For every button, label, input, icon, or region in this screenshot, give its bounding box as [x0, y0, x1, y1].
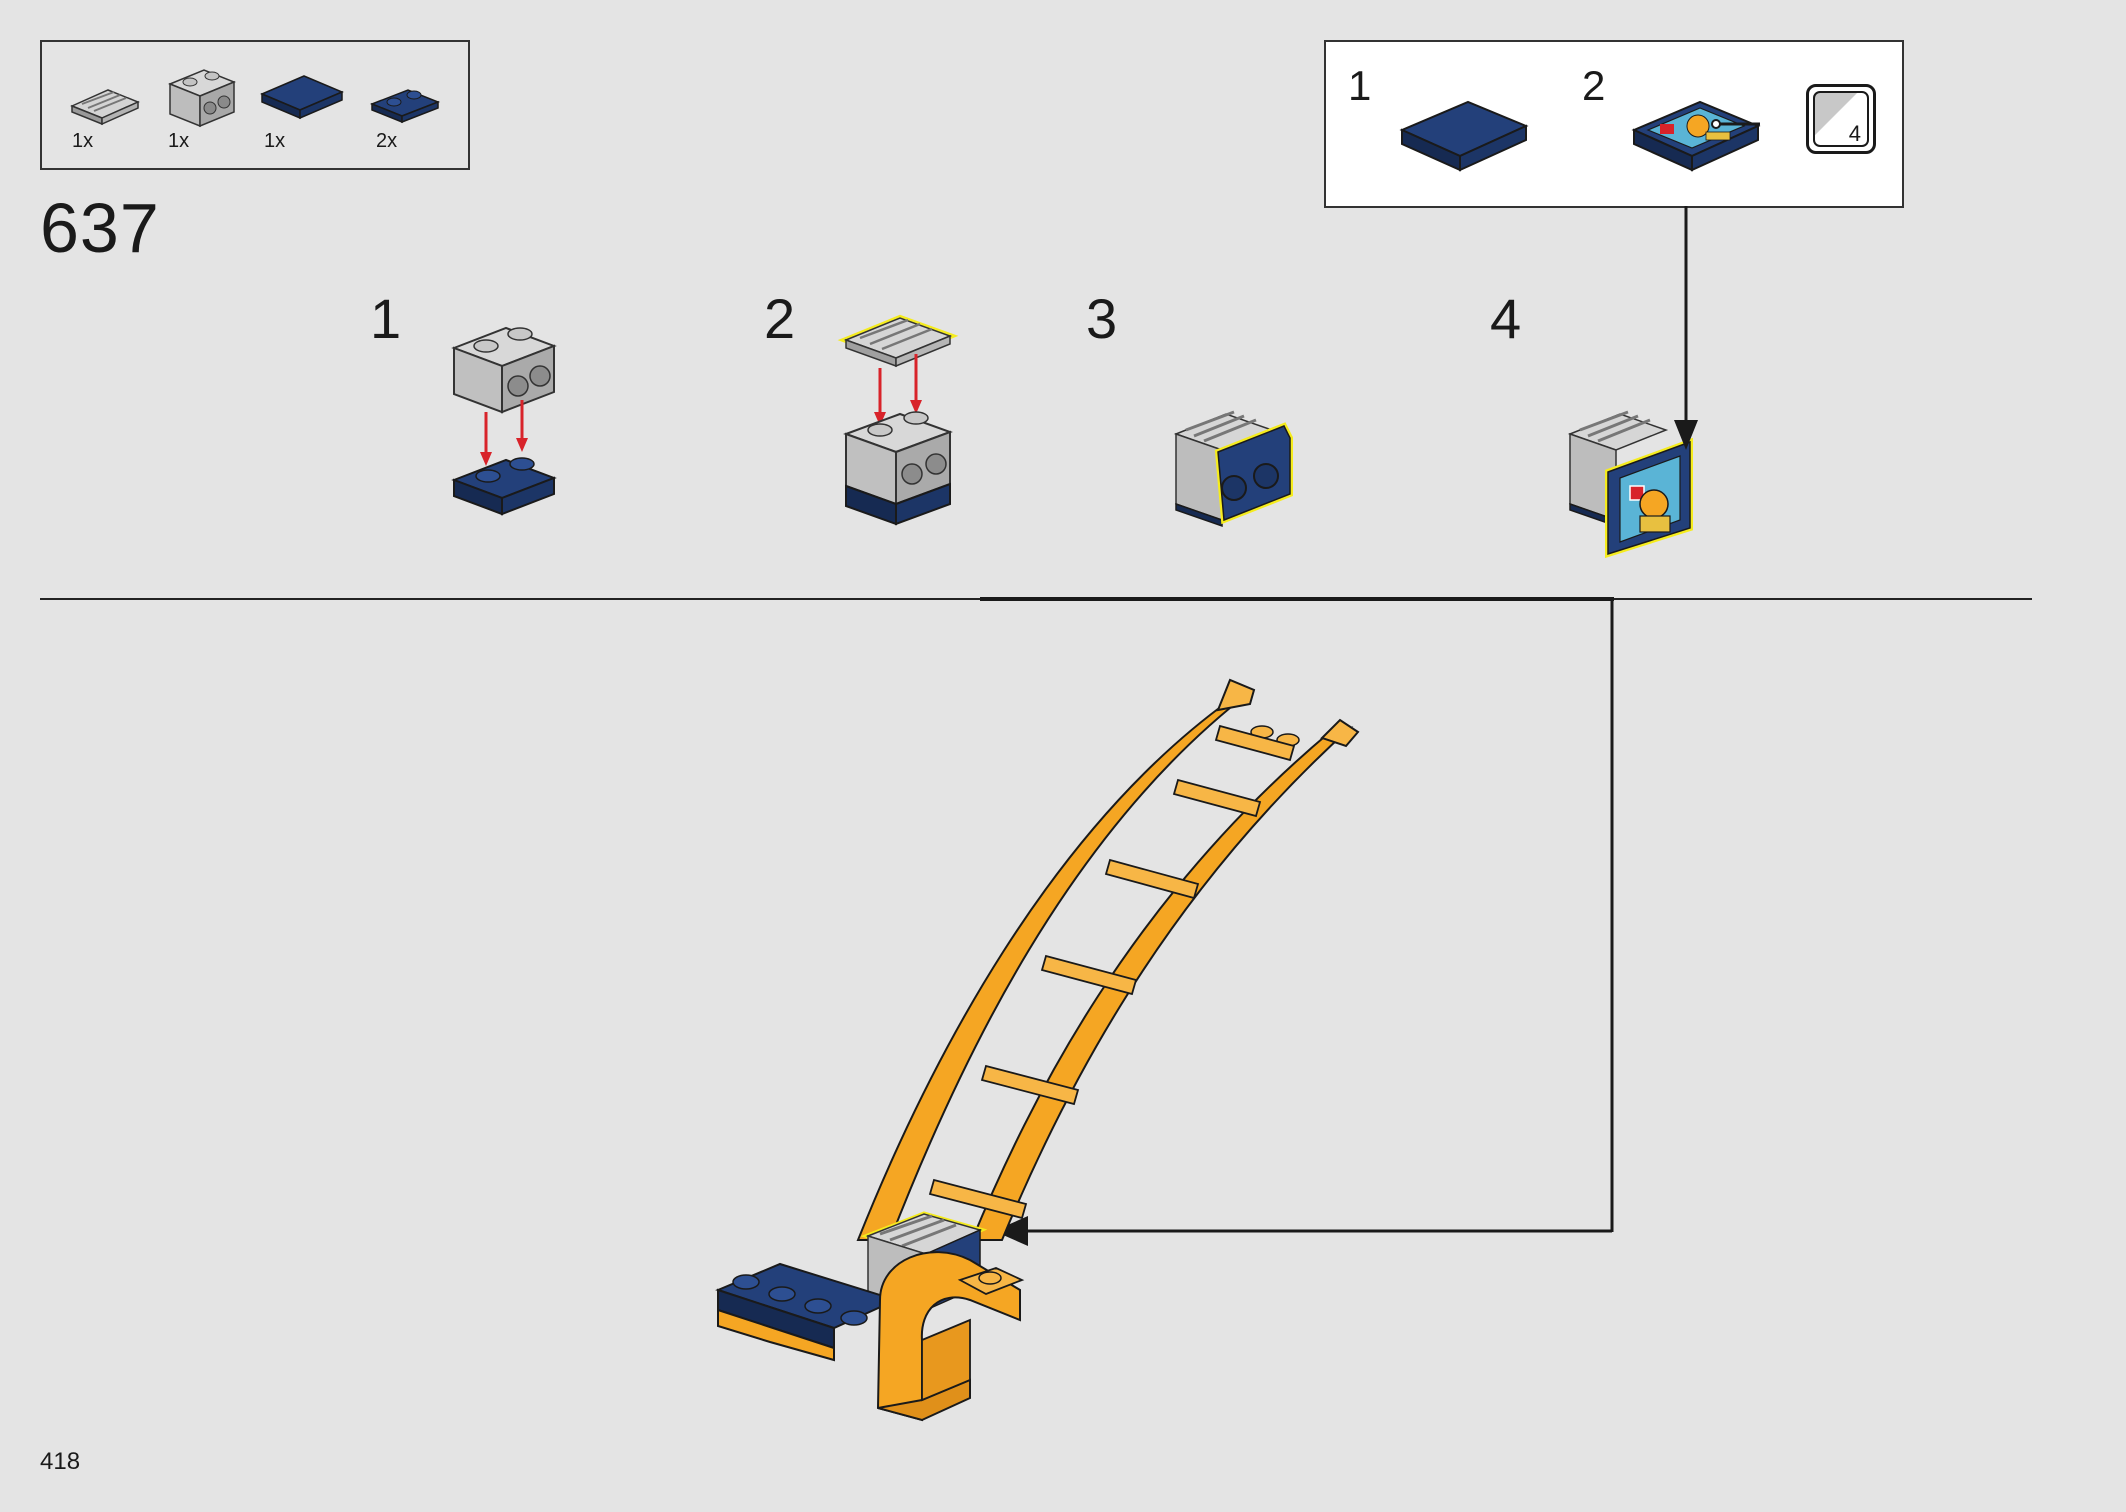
page-number: 418	[40, 1448, 81, 1475]
substep-label-2: 2	[764, 287, 796, 350]
dark-blue-plate-icon	[369, 89, 441, 124]
substep-3-illustration	[1173, 410, 1293, 528]
part-qty-3: 1x	[264, 130, 286, 152]
substep-1-illustration	[451, 326, 557, 516]
callout-blue-tile-illustration	[1399, 100, 1529, 172]
parts-list: 1x 1x 1x 2x	[40, 40, 470, 170]
grey-brick-with-studs-icon	[168, 69, 236, 128]
substep-label-3: 3	[1086, 287, 1118, 350]
grey-grille-tile-icon	[70, 89, 140, 126]
part-qty-4: 2x	[376, 130, 398, 152]
step-number: 637	[40, 189, 160, 267]
placement-arrow	[980, 597, 1614, 1246]
dark-blue-tile-icon	[260, 75, 344, 120]
callout-sub-assembly: 1 2 4	[1324, 40, 1904, 208]
substep-label-4: 4	[1490, 287, 1522, 350]
sticker-number: 4	[1848, 121, 1861, 146]
callout-step-label-2: 2	[1582, 62, 1606, 109]
main-model-illustration	[715, 678, 1360, 1422]
substep-4-illustration	[1567, 410, 1693, 559]
callout-sticker-tile-illustration	[1631, 100, 1761, 172]
callout-arrow	[1674, 206, 1698, 450]
part-qty-1: 1x	[72, 130, 94, 152]
sticker-reference-icon: 4	[1806, 84, 1876, 154]
part-qty-2: 1x	[168, 130, 190, 152]
substep-label-1: 1	[370, 287, 402, 350]
callout-step-label-1: 1	[1348, 62, 1372, 109]
substep-2-illustration	[837, 314, 959, 526]
